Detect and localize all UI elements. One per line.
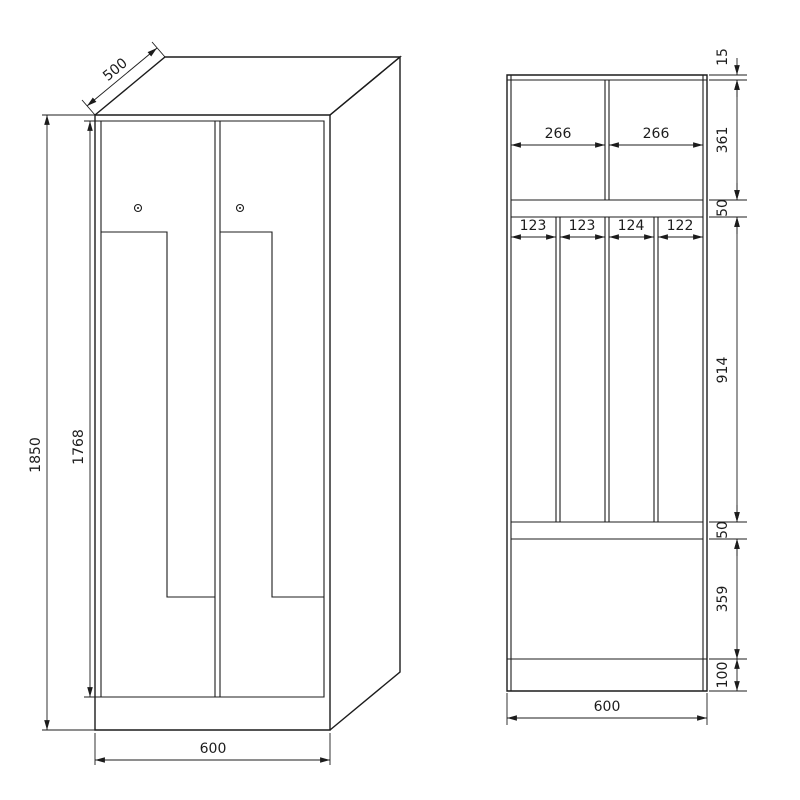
dim-door-height-label: 1768: [71, 429, 87, 465]
dim-lower-height-label: 359: [715, 586, 731, 613]
dimension-line-depth: [86, 47, 158, 107]
lock-icon: [133, 203, 143, 213]
section-outline: [506, 74, 708, 692]
dim-section-width-label: 600: [594, 699, 621, 715]
dim-upper-height-label: 361: [715, 127, 731, 154]
dim-upper-shelf-label: 50: [715, 199, 731, 217]
z-door-split-right: [220, 231, 324, 598]
dim-slot-1-label: 123: [520, 218, 547, 234]
section-view: [506, 74, 708, 692]
dim-slot-2-label: 123: [569, 218, 596, 234]
extension-line: [151, 41, 166, 58]
dim-slot-3-label: 124: [618, 218, 645, 234]
lock-keyhole-icon: [239, 207, 241, 209]
front-view-dimensions: 1850 1768 600 500: [28, 41, 331, 765]
dim-height-label: 1850: [28, 437, 44, 473]
section-view-dimensions: 266 266 123 123 124 122 15 361 50: [506, 48, 747, 725]
extension-line: [81, 99, 96, 116]
lock-icon: [235, 203, 245, 213]
dim-middle-height-label: 914: [715, 357, 731, 384]
dim-plinth-label: 100: [715, 662, 731, 689]
dim-slot-4-label: 122: [667, 218, 694, 234]
dim-upper-left-width-label: 266: [545, 126, 572, 142]
dim-lower-shelf-label: 50: [715, 521, 731, 539]
front-view: [94, 55, 402, 731]
dim-width-label: 600: [200, 741, 227, 757]
dim-top-panel-label: 15: [715, 48, 731, 66]
door-frame-outline: [100, 120, 325, 698]
cabinet-side-face: [329, 55, 401, 731]
z-door-split-left: [101, 231, 215, 598]
lock-keyhole-icon: [137, 207, 139, 209]
dim-upper-right-width-label: 266: [643, 126, 670, 142]
